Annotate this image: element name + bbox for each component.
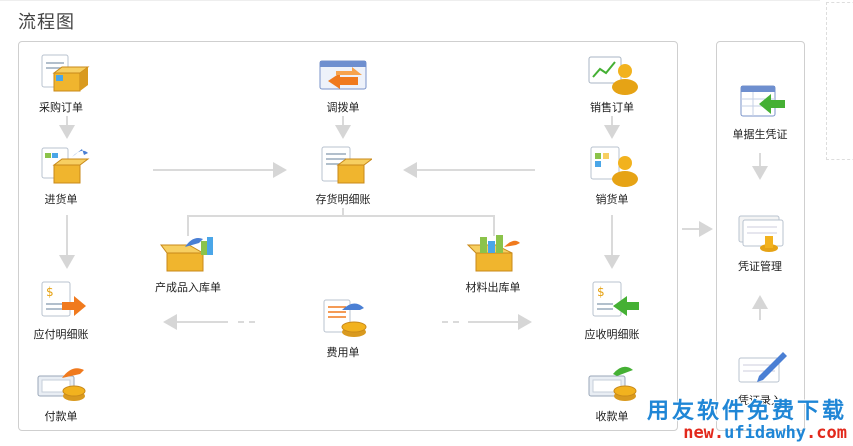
node-payment[interactable]: 付款单 <box>13 362 109 424</box>
sales-order-icon <box>588 56 638 95</box>
voucher-mgmt-icon <box>738 215 784 252</box>
ghost-panel <box>826 2 853 160</box>
node-payable-ledger[interactable]: $ 应付明细账 <box>13 280 109 342</box>
expense-icon <box>323 299 367 337</box>
node-label: 凭证录入 <box>738 394 782 407</box>
node-sales-doc[interactable]: 销货单 <box>564 145 660 207</box>
node-receipt[interactable]: 进货单 <box>13 145 109 207</box>
node-purchase-order[interactable]: 采购订单 <box>13 53 109 115</box>
node-inventory-ledger[interactable]: 存货明细账 <box>295 145 391 207</box>
node-label: 应收明细账 <box>584 328 640 341</box>
node-voucher-entry[interactable]: 凭证录入 <box>712 346 808 408</box>
node-label: 销货单 <box>595 193 629 206</box>
voucher-from-doc-icon <box>740 85 785 117</box>
svg-text:$: $ <box>597 285 605 299</box>
node-label: 调拨单 <box>326 101 360 114</box>
node-label: 存货明细账 <box>315 193 371 206</box>
material-out-icon <box>466 235 520 272</box>
node-label: 应付明细账 <box>33 328 89 341</box>
node-voucher-mgmt[interactable]: 凭证管理 <box>712 212 808 274</box>
node-expense[interactable]: 费用单 <box>295 298 391 360</box>
top-divider <box>0 0 820 1</box>
payment-icon <box>37 368 86 401</box>
node-label: 进货单 <box>44 193 78 206</box>
watermark-text: 用友软件免费下载 <box>646 399 847 424</box>
watermark: 用友软件免费下载 new.ufidawhy.com <box>647 401 847 442</box>
collection-icon <box>588 366 637 401</box>
node-label: 付款单 <box>44 410 78 423</box>
transfer-icon <box>319 60 367 90</box>
inventory-ledger-icon <box>321 146 372 184</box>
finished-goods-in-icon <box>160 237 213 272</box>
node-transfer[interactable]: 调拨单 <box>295 53 391 115</box>
receipt-icon <box>41 147 90 184</box>
svg-text:$: $ <box>46 285 54 299</box>
page-title: 流程图 <box>18 12 75 33</box>
node-label: 单据生凭证 <box>732 128 788 141</box>
node-collection[interactable]: 收款单 <box>564 362 660 424</box>
node-label: 费用单 <box>326 346 360 359</box>
voucher-entry-icon <box>738 352 787 383</box>
sales-doc-icon <box>590 146 638 187</box>
node-label: 产成品入库单 <box>155 281 221 294</box>
node-label: 材料出库单 <box>465 281 521 294</box>
node-label: 采购订单 <box>39 101 83 114</box>
node-label: 销售订单 <box>590 101 634 114</box>
watermark-url: new.ufidawhy.com <box>683 423 847 443</box>
node-material-out[interactable]: 材料出库单 <box>445 233 541 295</box>
node-voucher-from-doc[interactable]: 单据生凭证 <box>712 80 808 142</box>
node-label: 收款单 <box>595 410 629 423</box>
purchase-order-icon <box>41 54 90 92</box>
main-flow-panel <box>18 41 678 431</box>
node-sales-order[interactable]: 销售订单 <box>564 53 660 115</box>
node-label: 凭证管理 <box>738 260 782 273</box>
receivable-ledger-icon: $ <box>592 281 639 317</box>
node-receivable-ledger[interactable]: $ 应收明细账 <box>564 280 660 342</box>
payable-ledger-icon: $ <box>41 281 86 317</box>
node-finished-goods-in[interactable]: 产成品入库单 <box>140 233 236 295</box>
